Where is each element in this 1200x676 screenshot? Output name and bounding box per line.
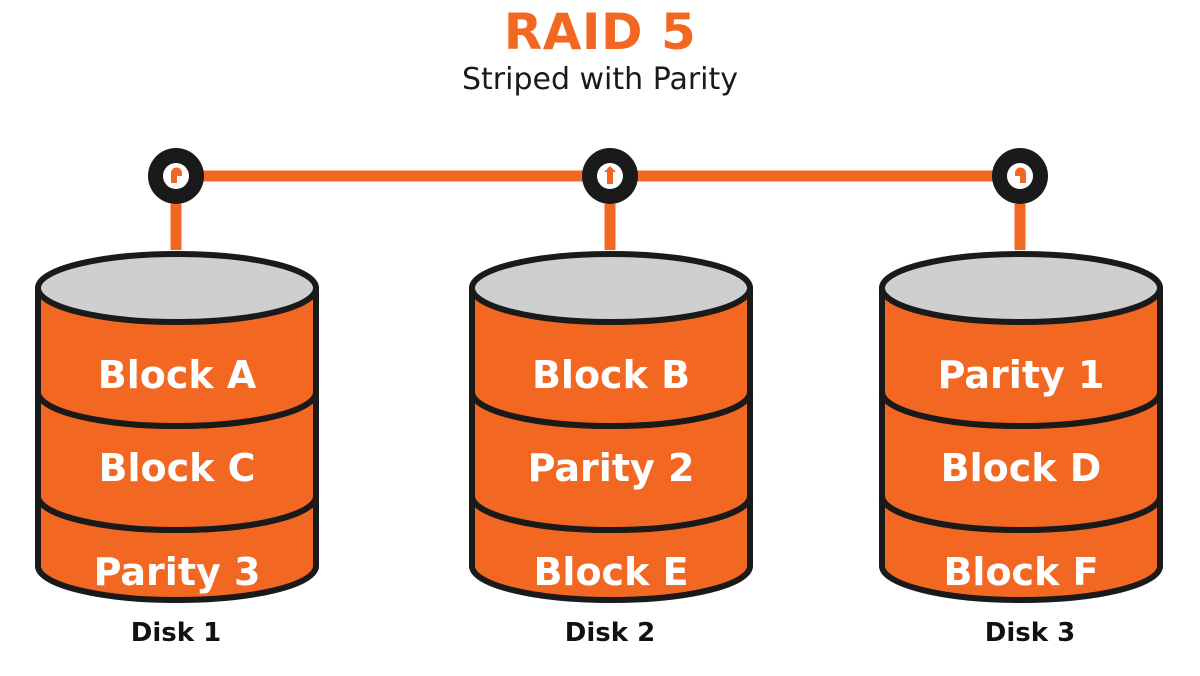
segment-cap [469,251,753,325]
disk-3-segment-1 [879,251,1163,429]
segment-body [35,285,319,429]
plug-connector-icon [604,166,616,184]
segment-body [469,285,753,429]
connector-node-2[interactable] [582,148,638,204]
disk-1-segment-3-label: Parity 3 [94,550,261,594]
disk-2-label: Disk 2 [564,618,656,648]
connector-stems [170,204,1026,250]
disk-2-segment-1 [469,251,753,429]
segment-body [879,285,1163,429]
disk-2[interactable]: Block B Parity 2 Block E [469,251,753,603]
disk-3-label: Disk 3 [984,618,1076,648]
disk-3-segment-1-label: Parity 1 [938,353,1105,397]
segment-cap [35,251,319,325]
page-subtitle: Striped with Parity [461,62,739,97]
disk-1-label: Disk 1 [130,618,222,648]
segment-cap [879,251,1163,325]
segment-body [469,389,753,533]
segment-body [879,389,1163,533]
disk-2-segment-2-label: Parity 2 [528,446,695,490]
disk-3-segment-2-label: Block D [941,446,1102,490]
disk-3-segment-3-label: Block F [943,550,1098,594]
connector-node-3[interactable] [992,148,1048,204]
disk-1-segment-2-label: Block C [98,446,255,490]
plug-connector-icon [171,167,182,183]
disk-1-segment-1 [35,251,319,429]
disk-2-segment-3-label: Block E [533,550,688,594]
segment-body [35,389,319,533]
plug-connector-icon [1015,167,1026,183]
connector-node-1[interactable] [148,148,204,204]
diagram-heading: RAID 5 Striped with Parity [0,0,1200,97]
disk-1-segment-1-label: Block A [98,353,257,397]
disk-3[interactable]: Parity 1 Block D Block F [879,251,1163,603]
disk-2-segment-1-label: Block B [532,353,690,397]
page-title: RAID 5 [503,3,697,61]
disk-1[interactable]: Block A Block C Parity 3 [35,251,319,603]
